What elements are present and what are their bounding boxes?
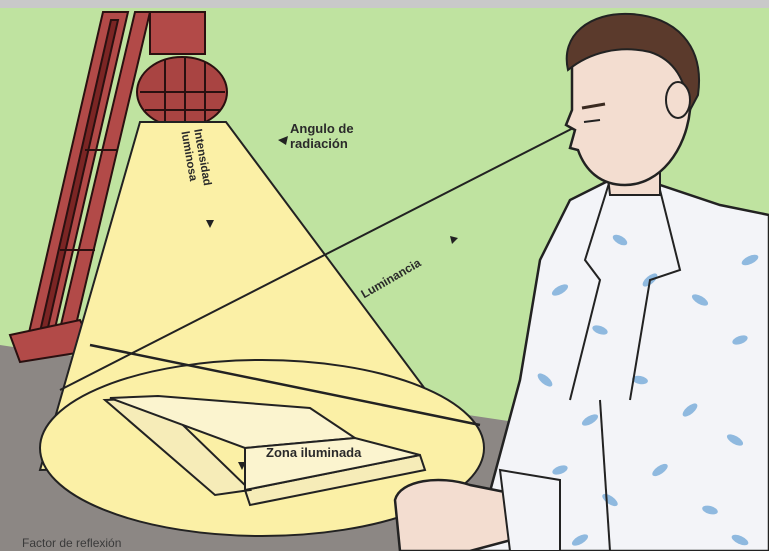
label-illuminated-zone: Zona iluminada bbox=[266, 445, 366, 460]
label-reflection-factor: Factor de reflexión bbox=[22, 536, 121, 551]
ear bbox=[666, 82, 690, 118]
label-angle-of-radiation: Angulo de radiación bbox=[290, 121, 400, 151]
sleeve-cuff bbox=[500, 470, 560, 551]
top-border bbox=[0, 0, 769, 8]
